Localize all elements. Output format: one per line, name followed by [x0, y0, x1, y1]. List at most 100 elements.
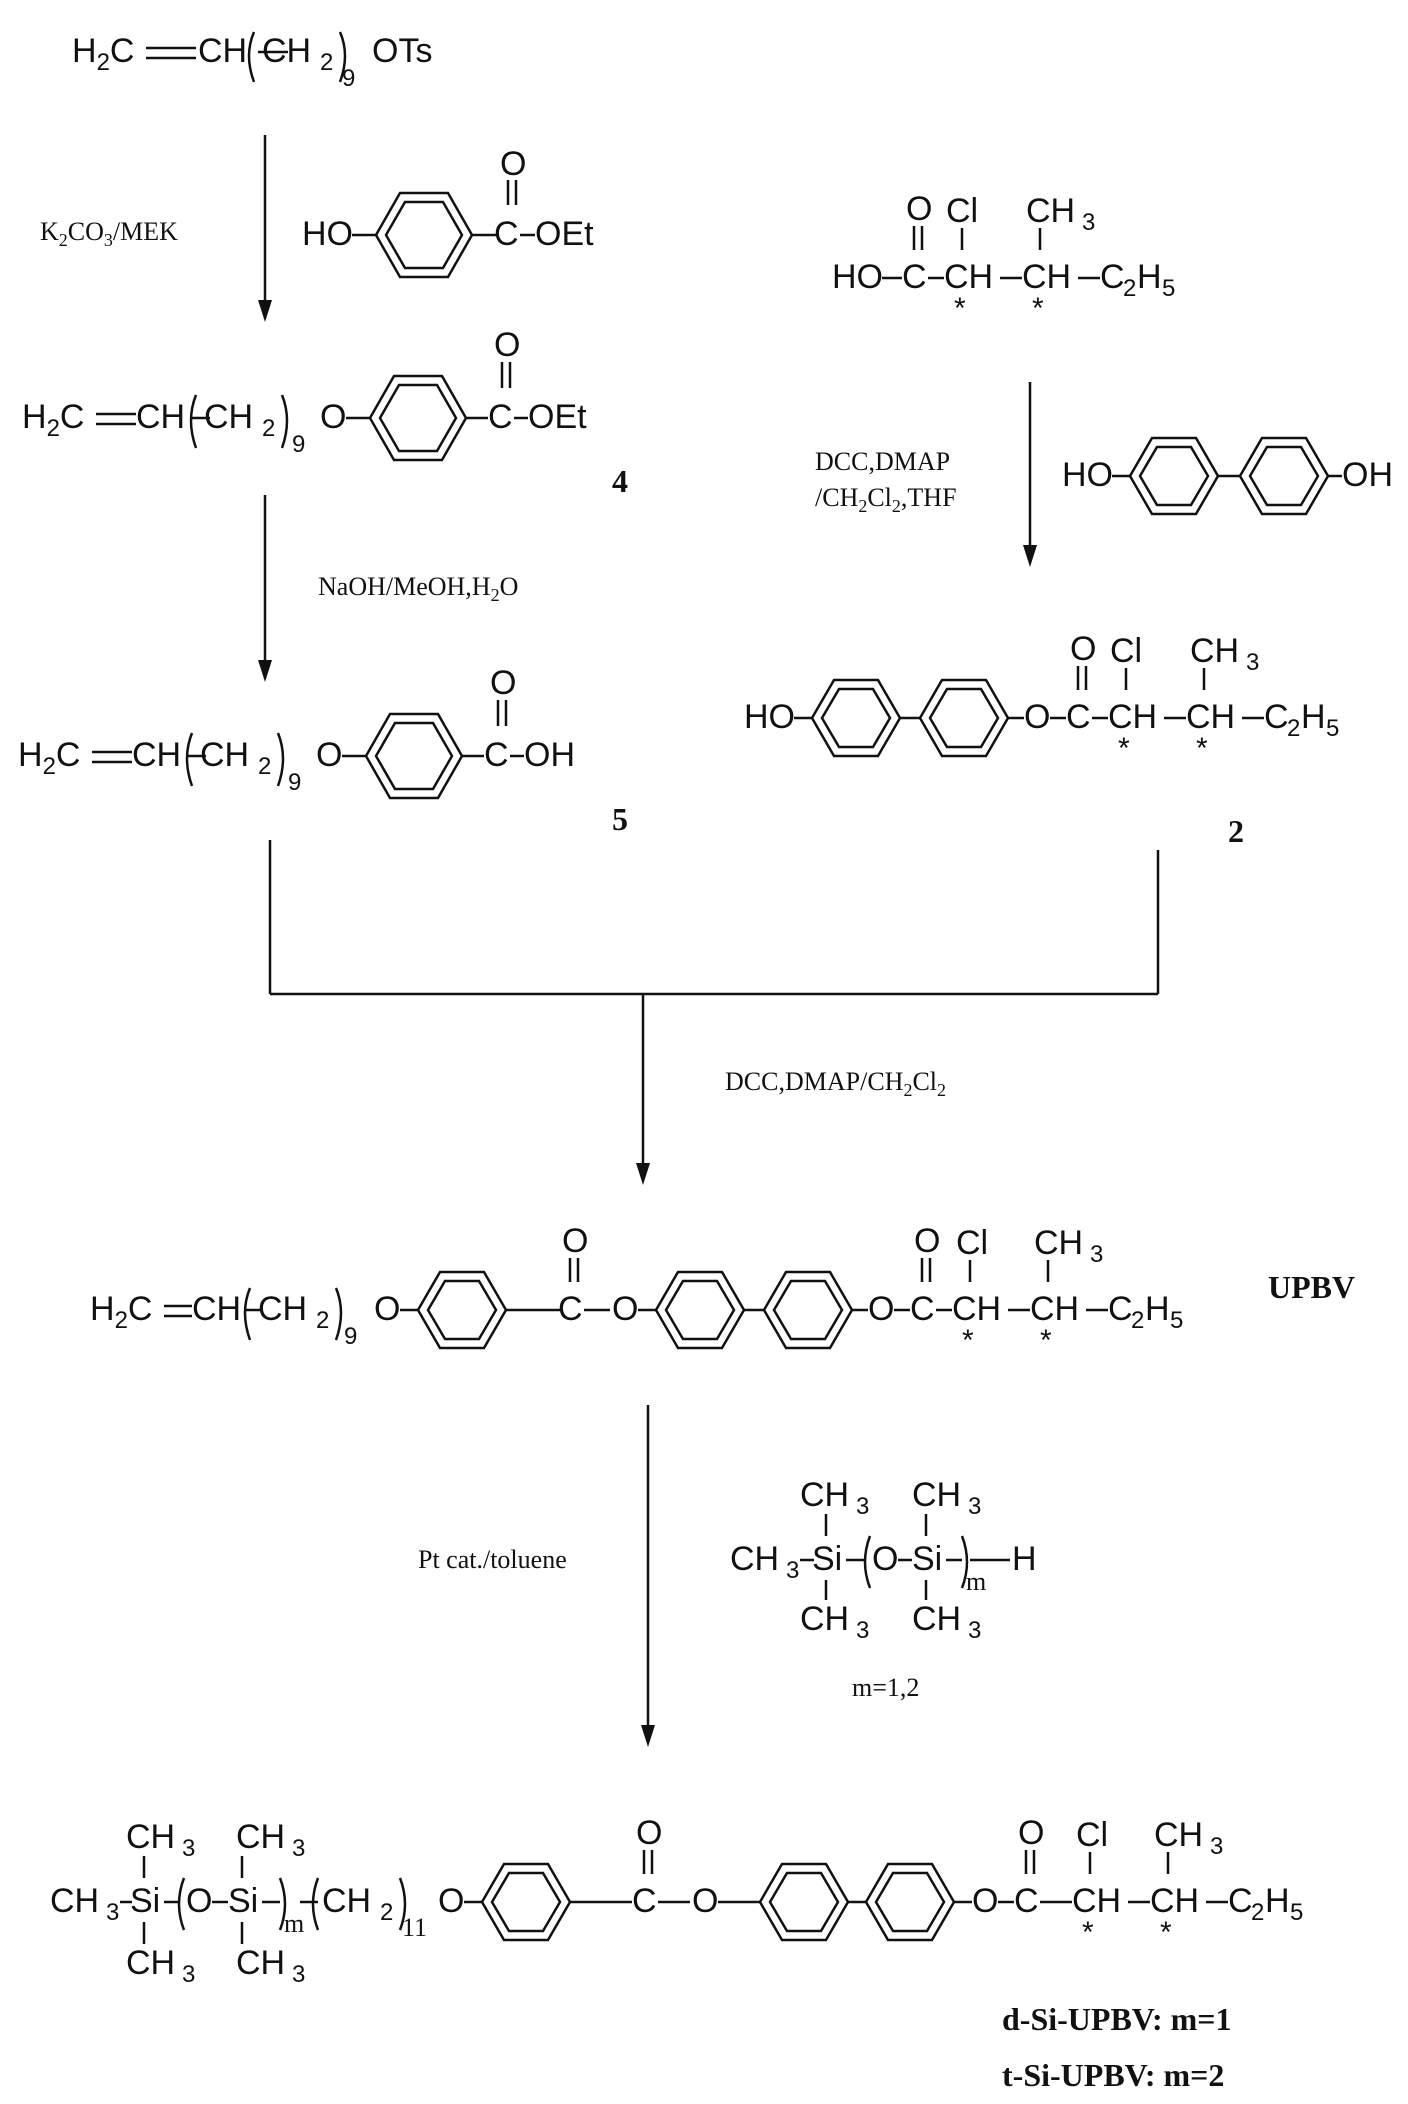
svg-text:CH: CH	[1186, 698, 1235, 736]
svg-text:CH: CH	[800, 1600, 849, 1638]
svg-text:Si: Si	[228, 1882, 258, 1920]
merge-connector	[268, 840, 1160, 1185]
svg-text:CH: CH	[800, 1476, 849, 1514]
svg-text:O: O	[972, 1882, 998, 1920]
svg-text:O: O	[636, 1814, 662, 1852]
svg-text:HO: HO	[832, 258, 883, 296]
svg-text:C: C	[1108, 1290, 1133, 1328]
svg-text:CH: CH	[136, 398, 185, 436]
svg-text:O: O	[868, 1290, 894, 1328]
svg-text:5: 5	[1162, 275, 1175, 302]
svg-text:C: C	[1014, 1882, 1039, 1920]
svg-text:CH: CH	[912, 1600, 961, 1638]
svg-text:O: O	[1018, 1814, 1044, 1852]
svg-text:O: O	[906, 190, 932, 228]
svg-text:HO: HO	[744, 698, 795, 736]
svg-text:H2C: H2C	[90, 1290, 152, 1334]
svg-text:m: m	[966, 1567, 986, 1596]
upbv-structure: H2C CH CH 2 9 O C O O O C O CH	[90, 1222, 1183, 1357]
svg-text:3: 3	[1090, 1241, 1103, 1268]
svg-text:CH: CH	[1034, 1224, 1083, 1262]
svg-text:OH: OH	[524, 736, 575, 774]
svg-text:3: 3	[1246, 649, 1259, 676]
svg-text:Pt cat./toluene: Pt cat./toluene	[418, 1545, 567, 1574]
svg-text:O: O	[692, 1882, 718, 1920]
svg-text:*: *	[962, 1324, 974, 1357]
svg-text:CH: CH	[204, 398, 253, 436]
svg-text:C: C	[1228, 1882, 1253, 1920]
svg-text:9: 9	[292, 431, 305, 458]
svg-text:Si: Si	[130, 1882, 160, 1920]
svg-text:H: H	[1265, 1882, 1290, 1920]
label-upbv: UPBV	[1268, 1269, 1355, 1305]
svg-text:CH: CH	[1108, 698, 1157, 736]
svg-text:9: 9	[342, 65, 355, 92]
svg-text:3: 3	[182, 1961, 195, 1988]
ethyl-hydroxybenzoate: HO C O OEt	[302, 145, 594, 279]
svg-text:H2C: H2C	[72, 32, 134, 76]
svg-text:O: O	[500, 145, 526, 183]
svg-text:5: 5	[1326, 715, 1339, 742]
svg-text:CH: CH	[1030, 1290, 1079, 1328]
svg-text:*: *	[1160, 1916, 1172, 1949]
svg-text:*: *	[1040, 1324, 1052, 1357]
svg-text:CH: CH	[262, 32, 311, 70]
svg-text:O: O	[438, 1882, 464, 1920]
svg-text:9: 9	[344, 1323, 357, 1350]
svg-text:C: C	[632, 1882, 657, 1920]
svg-text:Si: Si	[912, 1540, 942, 1578]
svg-text:CH: CH	[236, 1944, 285, 1982]
svg-text:O: O	[872, 1540, 898, 1578]
svg-text:2: 2	[320, 49, 333, 76]
svg-text:C: C	[558, 1290, 583, 1328]
svg-text:Cl: Cl	[1110, 632, 1142, 670]
svg-text:O: O	[1024, 698, 1050, 736]
svg-text:C: C	[1066, 698, 1091, 736]
svg-text:CH: CH	[912, 1476, 961, 1514]
biphenol: HO OH	[1062, 436, 1393, 516]
svg-text:2: 2	[316, 1307, 329, 1334]
svg-text:H: H	[1301, 698, 1326, 736]
svg-text:C: C	[1100, 258, 1125, 296]
svg-text:m: m	[284, 1909, 304, 1938]
svg-text:11: 11	[402, 1913, 427, 1942]
svg-text:3: 3	[856, 1493, 869, 1520]
svg-text:O: O	[562, 1222, 588, 1260]
compound-4: H2C CH CH 2 9 O C O OEt	[22, 326, 587, 462]
svg-text:O: O	[490, 664, 516, 702]
svg-text:2: 2	[380, 1899, 393, 1926]
svg-text:3: 3	[968, 1617, 981, 1644]
compound-5: H2C CH CH 2 9 O C O OH	[18, 664, 575, 800]
label-compound-4: 4	[612, 463, 628, 499]
svg-text:O: O	[320, 398, 346, 436]
svg-text:O: O	[494, 326, 520, 364]
svg-text:C: C	[488, 398, 513, 436]
svg-text:2: 2	[1287, 715, 1300, 742]
svg-text:3: 3	[182, 1835, 195, 1862]
svg-text:CH: CH	[322, 1882, 371, 1920]
svg-text:DCC,DMAP/CH2Cl2: DCC,DMAP/CH2Cl2	[725, 1067, 946, 1100]
svg-text:CH: CH	[126, 1818, 175, 1856]
svg-text:C: C	[1264, 698, 1289, 736]
svg-text:CH: CH	[236, 1818, 285, 1856]
svg-text:O: O	[612, 1290, 638, 1328]
svg-text:OEt: OEt	[535, 215, 594, 253]
label-t-si-upbv: t-Si-UPBV: m=2	[1002, 2057, 1224, 2093]
svg-text:O: O	[374, 1290, 400, 1328]
svg-text:*: *	[1082, 1916, 1094, 1949]
svg-text:3: 3	[1082, 209, 1095, 236]
svg-text:H2C: H2C	[18, 736, 80, 780]
svg-text:CH: CH	[198, 32, 247, 70]
svg-text:CH: CH	[1190, 632, 1239, 670]
svg-text:Cl: Cl	[946, 192, 978, 230]
svg-text:CH: CH	[126, 1944, 175, 1982]
label-compound-5: 5	[612, 801, 628, 837]
svg-text:HO: HO	[1062, 456, 1113, 494]
tosylate-reactant: H2C CH CH 2 9 OTs	[72, 31, 432, 92]
svg-text:5: 5	[1170, 1307, 1183, 1334]
svg-text:CH: CH	[192, 1290, 241, 1328]
svg-text:CH: CH	[1026, 192, 1075, 230]
svg-text:C: C	[494, 215, 519, 253]
